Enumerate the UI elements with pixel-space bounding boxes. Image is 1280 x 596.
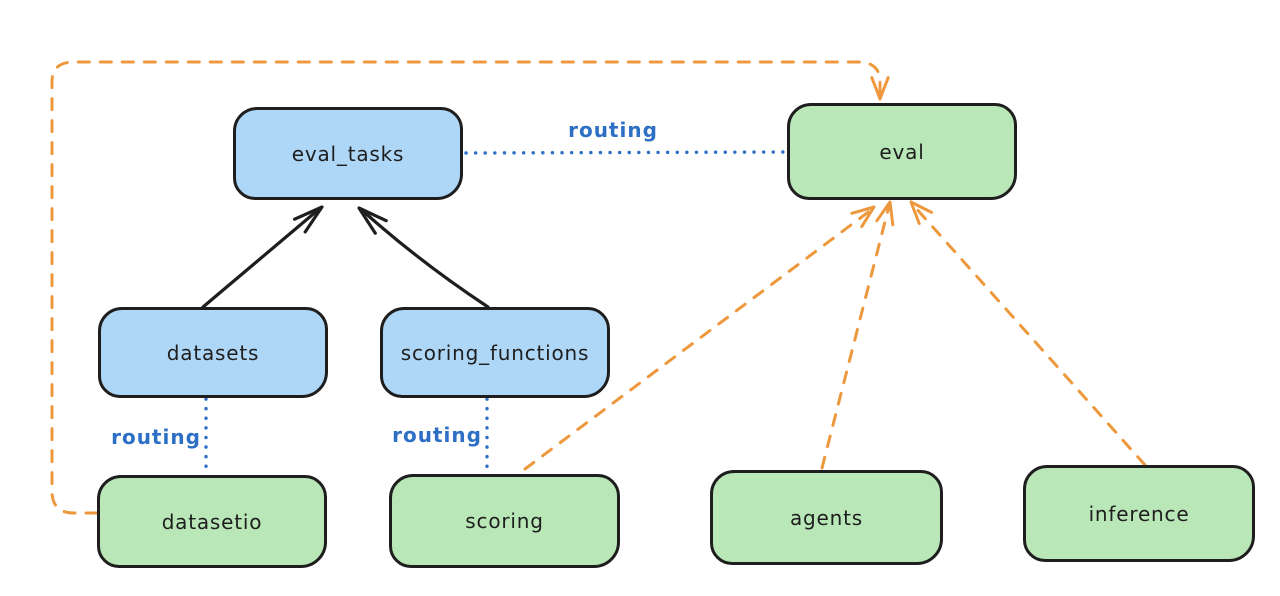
- routing-label-scoring-functions-scoring: routing: [392, 423, 482, 447]
- edge-inference-to-eval: [909, 200, 1147, 467]
- node-eval-tasks-label: eval_tasks: [291, 141, 405, 166]
- edge-agents-to-eval: [820, 200, 895, 470]
- node-scoring-label: scoring: [465, 509, 544, 533]
- node-datasetio: datasetio: [97, 475, 327, 568]
- routing-label-datasets-datasetio: routing: [111, 425, 201, 449]
- arrowhead: [850, 205, 876, 228]
- node-agents: agents: [710, 470, 943, 565]
- edge-scoring-to-eval: [523, 205, 876, 471]
- arrowhead: [909, 200, 933, 225]
- node-scoring-functions-label: scoring_functions: [400, 340, 590, 365]
- node-inference-label: inference: [1088, 501, 1190, 526]
- node-agents-label: agents: [790, 505, 863, 530]
- node-eval-label: eval: [879, 139, 925, 164]
- node-scoring: scoring: [389, 474, 620, 568]
- arrowhead: [875, 200, 895, 227]
- node-scoring-functions: scoring_functions: [380, 307, 610, 398]
- arrowhead: [870, 76, 890, 101]
- routing-label-eval-tasks-eval: routing: [568, 118, 658, 142]
- node-datasetio-label: datasetio: [161, 509, 263, 534]
- edge-scoring_functions-to-eval_tasks: [357, 206, 490, 309]
- node-eval-tasks: eval_tasks: [233, 107, 463, 200]
- node-datasets: datasets: [98, 307, 328, 398]
- edge-eval_tasks-to-eval: [464, 150, 787, 155]
- node-datasets-label: datasets: [166, 340, 260, 365]
- node-eval: eval: [787, 103, 1017, 200]
- edge-datasetio-to-eval: [50, 60, 890, 515]
- arrowhead: [357, 206, 388, 235]
- edge-datasets-to-eval_tasks: [201, 205, 324, 309]
- node-inference: inference: [1023, 465, 1255, 562]
- arrowhead: [293, 205, 324, 234]
